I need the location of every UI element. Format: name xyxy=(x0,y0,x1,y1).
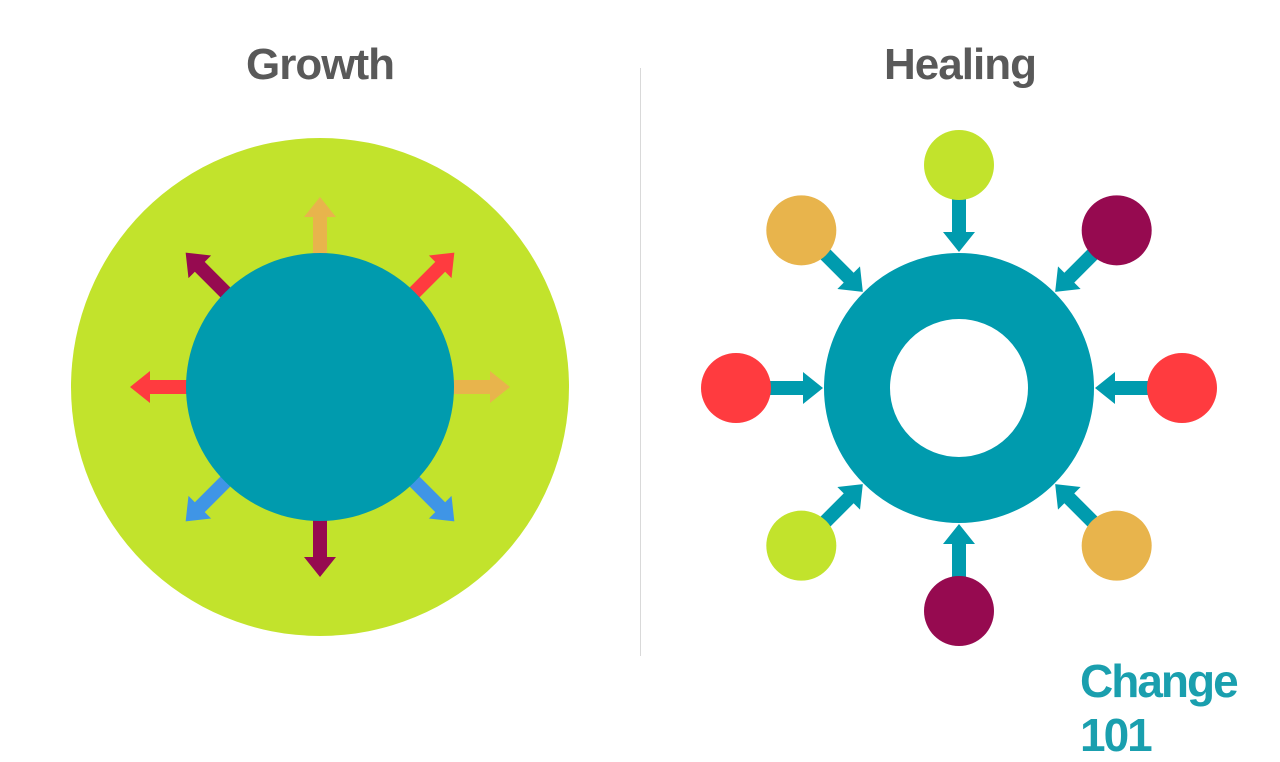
change101-logo: Change 101 xyxy=(1080,655,1239,761)
healing-satellite-circle xyxy=(766,195,837,266)
growth-arrow-outward xyxy=(130,371,200,403)
healing-arrow-inward xyxy=(1055,484,1100,529)
growth-arrow-outward xyxy=(440,371,510,403)
healing-arrow-inward xyxy=(943,524,975,580)
healing-arrow-inward xyxy=(767,372,823,404)
healing-arrow-inward xyxy=(818,247,863,292)
healing-ring xyxy=(824,253,1094,523)
healing-satellite-circle xyxy=(1147,353,1217,423)
healing-arrow-inward xyxy=(943,196,975,252)
healing-satellite-circle xyxy=(766,510,837,581)
growth-title: Growth xyxy=(246,40,395,89)
healing-satellite-circle xyxy=(924,130,994,200)
healing-satellite-circle xyxy=(1081,510,1152,581)
healing-satellite-circle xyxy=(1081,195,1152,266)
diagram-canvas xyxy=(71,130,1217,646)
divider xyxy=(640,68,641,656)
healing-satellite-circle xyxy=(701,353,771,423)
healing-title: Healing xyxy=(884,40,1037,89)
healing-satellite-circle xyxy=(924,576,994,646)
growth-arrow-outward xyxy=(304,507,336,577)
healing-arrow-inward xyxy=(1055,247,1100,292)
growth-arrow-outward xyxy=(304,197,336,267)
healing-arrow-inward xyxy=(818,484,863,529)
healing-arrow-inward xyxy=(1095,372,1151,404)
growth-inner-circle xyxy=(186,253,454,521)
